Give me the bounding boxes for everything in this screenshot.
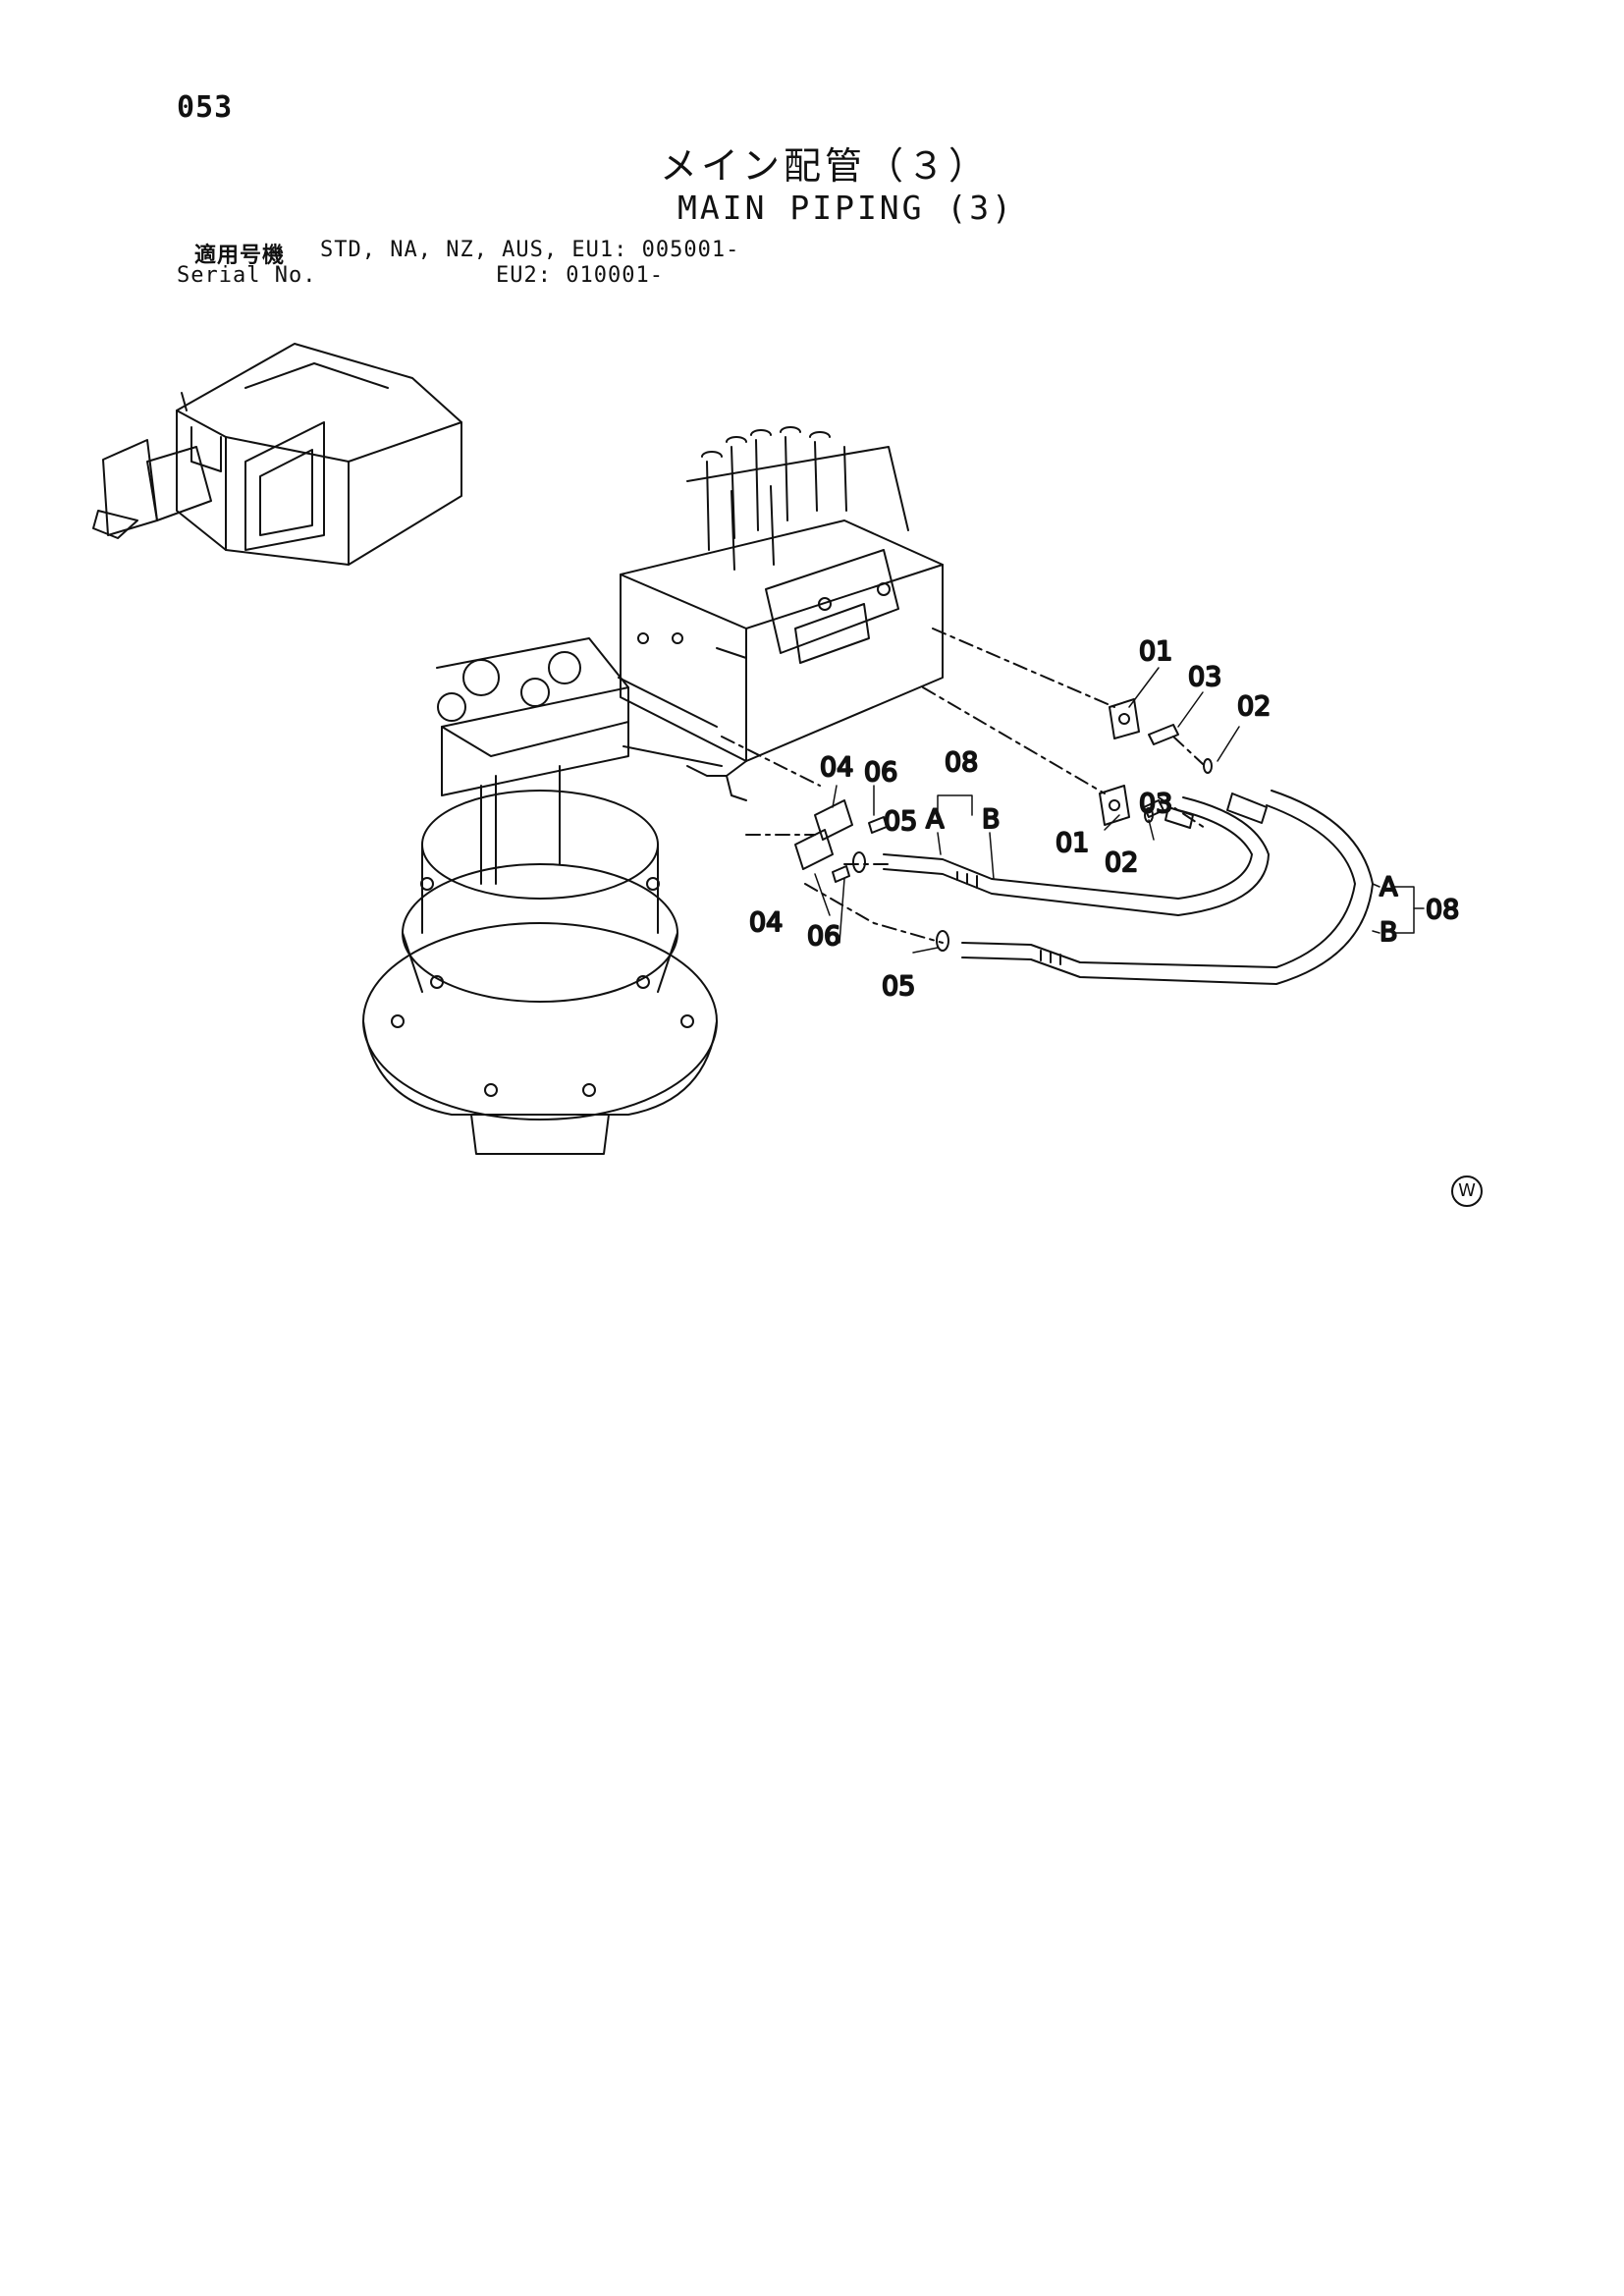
callout-08-top: 08 — [945, 747, 978, 778]
control-valve-icon — [620, 426, 944, 801]
callout-08-top-a: A — [926, 804, 945, 835]
split-flange-icon — [794, 799, 888, 883]
callout-02-right: 02 — [1237, 691, 1271, 722]
callout-05-top: 05 — [884, 806, 917, 837]
connection-lines — [721, 628, 1209, 944]
serial-label-en: Serial No. — [177, 263, 317, 288]
bolt-icon — [1143, 724, 1179, 818]
serial-label-jp: 適用号機 — [194, 244, 286, 268]
page-title-en: MAIN PIPING (3) — [677, 189, 1015, 227]
leader-lines — [814, 667, 1425, 954]
flange-icon — [1099, 698, 1140, 826]
callout-01-mid: 01 — [1056, 828, 1089, 858]
callout-08-right-a: A — [1380, 872, 1398, 902]
hose-icon — [883, 790, 1374, 985]
callout-01-top: 01 — [1139, 636, 1172, 667]
swing-motor-icon — [362, 637, 723, 1155]
callout-03-mid: 03 — [1139, 789, 1172, 819]
serial-eu2: EU2: 010001- — [496, 263, 664, 288]
callout-08-right: 08 — [1426, 895, 1459, 925]
w-mark-icon: W — [1451, 1175, 1483, 1207]
page-title-jp: メイン配管（３） — [660, 144, 991, 188]
callout-04-bottom: 04 — [749, 907, 783, 938]
callout-08-top-b: B — [982, 804, 1001, 835]
callout-06-bottom: 06 — [807, 921, 840, 952]
callout-06-top: 06 — [864, 757, 897, 788]
callout-04-top: 04 — [820, 752, 853, 783]
excavator-thumbnail-icon — [92, 343, 462, 566]
callout-03-top: 03 — [1188, 662, 1221, 692]
page-number: 053 — [177, 90, 234, 125]
callout-08-right-b: B — [1380, 917, 1398, 948]
callout-02-mid: 02 — [1105, 847, 1138, 878]
callout-05-bottom: 05 — [882, 971, 915, 1002]
serial-models: STD, NA, NZ, AUS, EU1: 005001- — [320, 238, 740, 262]
